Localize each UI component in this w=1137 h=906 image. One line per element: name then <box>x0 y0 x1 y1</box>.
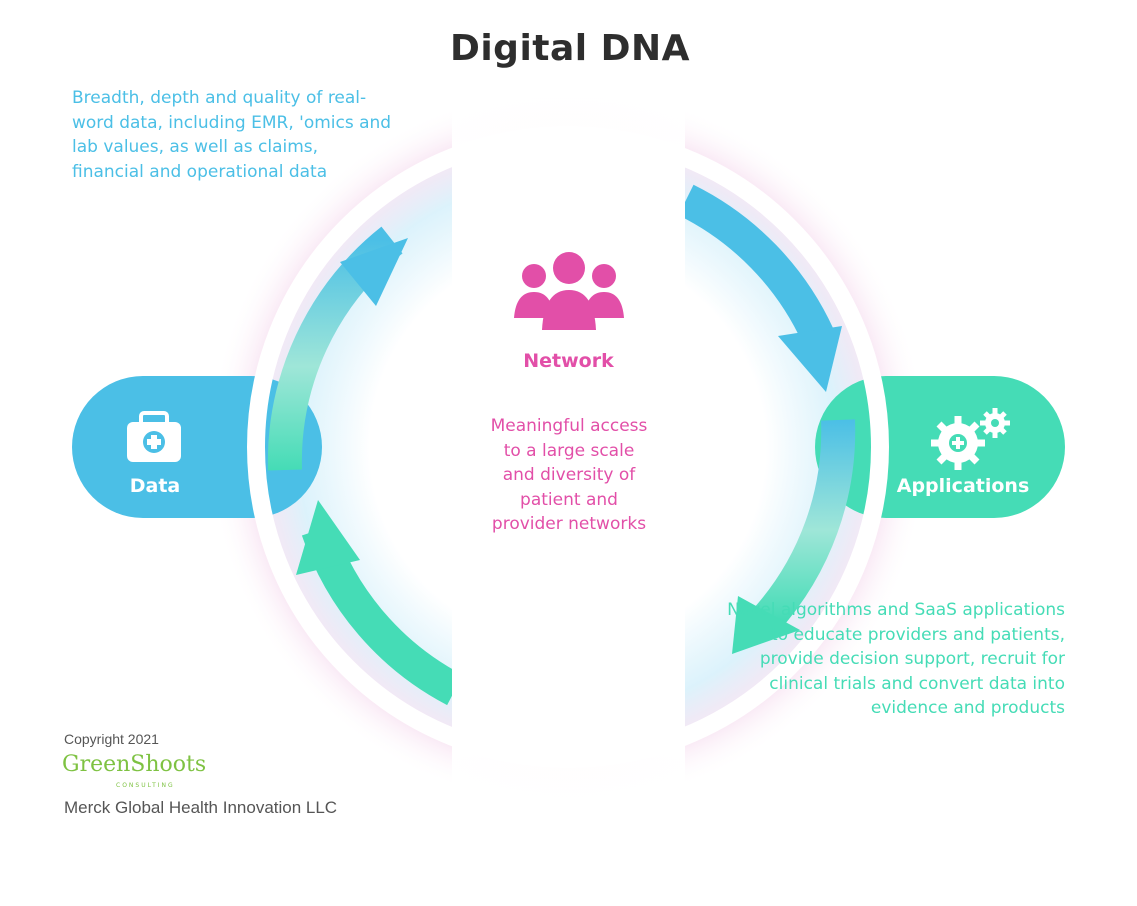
people-group-icon <box>514 252 624 330</box>
gears-icon <box>931 408 1010 470</box>
applications-arrow-head <box>778 326 842 392</box>
applications-description: Novel algorithms and SaaS applications t… <box>727 600 1065 718</box>
network-label: Network <box>523 350 614 372</box>
network-description: Meaningful access to a large scale and d… <box>490 416 648 534</box>
applications-label: Applications <box>896 475 1030 497</box>
data-label: Data <box>129 475 181 497</box>
data-arrow-head <box>340 238 408 306</box>
copyright-text: Copyright 2021 <box>64 731 159 747</box>
greenshoots-logo: GreenShoots CONSULTING <box>62 752 222 792</box>
medical-kit-icon <box>127 411 181 462</box>
green-right-arrow-arc <box>753 419 856 632</box>
logo-subtext: CONSULTING <box>116 782 175 789</box>
page-title: Digital DNA <box>449 28 691 69</box>
green-right-arrow-head <box>732 596 800 654</box>
logo-text: GreenShoots <box>62 752 207 777</box>
green-left-arrow-head <box>296 500 360 575</box>
company-name: Merck Global Health Innovation LLC <box>64 798 338 817</box>
data-description: Breadth, depth and quality of real-word … <box>72 88 392 182</box>
applications-arrow-arc <box>678 184 834 344</box>
network-column <box>452 20 685 880</box>
